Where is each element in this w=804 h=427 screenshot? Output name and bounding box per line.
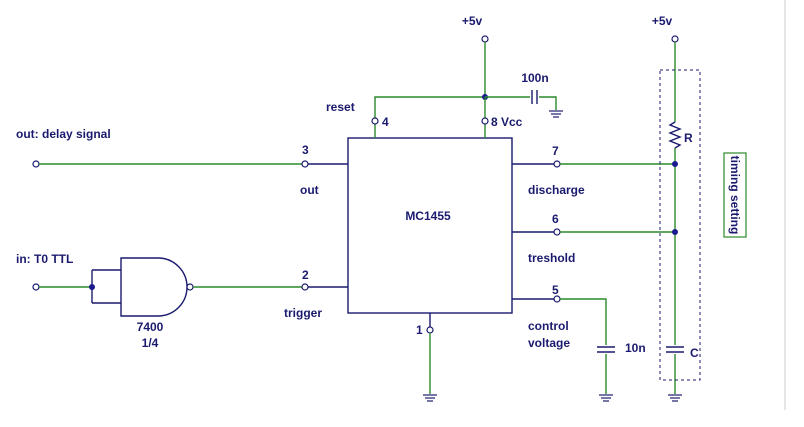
- ic-label: MC1455: [405, 209, 451, 223]
- cap100n-wire-right: [539, 96, 557, 110]
- cap-100n-label: 100n: [521, 71, 548, 85]
- ic-body: [347, 137, 513, 314]
- out-label: out: [300, 183, 319, 197]
- pin-2-number: 2: [302, 268, 309, 282]
- timing-setting-label: timing setting: [728, 156, 742, 235]
- vcc-right-label: +5v: [652, 14, 673, 28]
- resistor-label: R: [684, 131, 693, 145]
- pin-3-terminal: [301, 160, 309, 168]
- gate-name-label: 7400: [137, 320, 164, 334]
- pin-1-number: 1: [416, 323, 423, 337]
- output-terminal: [32, 160, 40, 168]
- pin-3-number: 3: [302, 143, 309, 157]
- timing-setting-box: [659, 69, 701, 381]
- pin-8-label: 8 Vcc: [491, 115, 523, 129]
- pin-6-number: 6: [552, 212, 559, 226]
- reset-label: reset: [326, 100, 355, 114]
- vcc-left-label: +5v: [462, 14, 483, 28]
- nand-inverter-bubble: [186, 283, 194, 291]
- ground-cap100n-icon: [549, 110, 563, 118]
- discharge-label: discharge: [528, 183, 585, 197]
- pin-7-number: 7: [552, 144, 559, 158]
- ground-pin1-icon: [423, 394, 437, 402]
- control-wire: [560, 298, 607, 345]
- vcc-right-terminal: [671, 35, 679, 43]
- pin-8-terminal: [481, 117, 489, 125]
- resistor-symbol: [668, 121, 682, 149]
- pin-4-terminal: [371, 117, 379, 125]
- voltage-label: voltage: [528, 336, 570, 350]
- ground-cap10n-icon: [599, 394, 613, 402]
- junction-gate-input: [89, 284, 95, 290]
- pin-1-terminal: [426, 326, 434, 334]
- control-label: control: [528, 319, 569, 333]
- pin-6-terminal: [553, 228, 561, 236]
- pin-7-terminal: [553, 160, 561, 168]
- pin-4-number: 4: [382, 115, 389, 129]
- input-terminal: [32, 283, 40, 291]
- gate-fraction-label: 1/4: [142, 336, 159, 350]
- junction-discharge: [672, 161, 678, 167]
- output-signal-label: out: delay signal: [16, 127, 111, 141]
- pin-5-number: 5: [552, 283, 559, 297]
- ground-capC-icon: [668, 394, 682, 402]
- capacitor-label: C: [690, 346, 699, 360]
- pin-2-terminal: [301, 283, 309, 291]
- timing-setting-tag: [723, 152, 747, 238]
- nand-gate-body: [120, 257, 188, 317]
- junction-threshold: [672, 229, 678, 235]
- vcc-left-terminal: [481, 35, 489, 43]
- trigger-label: trigger: [284, 306, 322, 320]
- cap-10n-label: 10n: [625, 341, 646, 355]
- treshold-label: treshold: [528, 251, 575, 265]
- reset-wire: [374, 96, 485, 118]
- input-signal-label: in: T0 TTL: [16, 252, 73, 266]
